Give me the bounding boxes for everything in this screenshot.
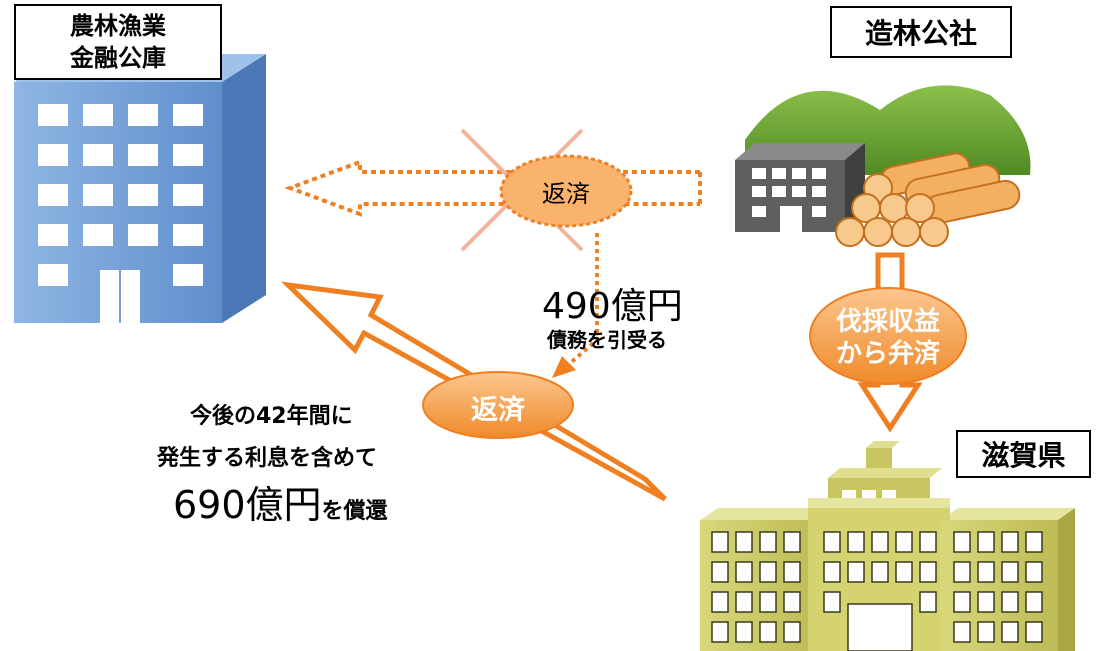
cancelled-repay-text: 返済: [542, 180, 590, 208]
lender-label: 農林漁業 金融公庫: [14, 4, 222, 80]
debt-assumed-arrow: [552, 233, 599, 378]
prefecture-building-icon: [700, 441, 1075, 651]
harvest-repay-text: 伐採収益 から弁済: [835, 307, 940, 369]
prefecture-label: 滋賀県: [956, 430, 1091, 478]
repay-text: 返済: [471, 395, 525, 426]
cancelled-repayment-arrow: [284, 159, 702, 217]
repayment-total-amount: 690億円: [173, 483, 322, 527]
cancelled-repay-bubble: [499, 154, 633, 228]
assumed-note: 債務を引受る: [547, 328, 667, 352]
repayment-note-line2: 発生する利息を含めて: [157, 446, 378, 471]
repayment-suffix: を償還: [321, 499, 388, 524]
corp-label: 造林公社: [830, 6, 1012, 58]
assumed-amount: 490億円: [542, 286, 683, 327]
harvest-repay-bubble: [809, 287, 967, 385]
repayment-note-line1: 今後の42年間に: [190, 404, 353, 429]
repay-bubble: [422, 371, 574, 439]
forestry-corp-icon: [735, 85, 1031, 247]
repayment-note-line3: 690億円を償還: [173, 474, 388, 529]
lender-building-icon: [14, 54, 266, 323]
